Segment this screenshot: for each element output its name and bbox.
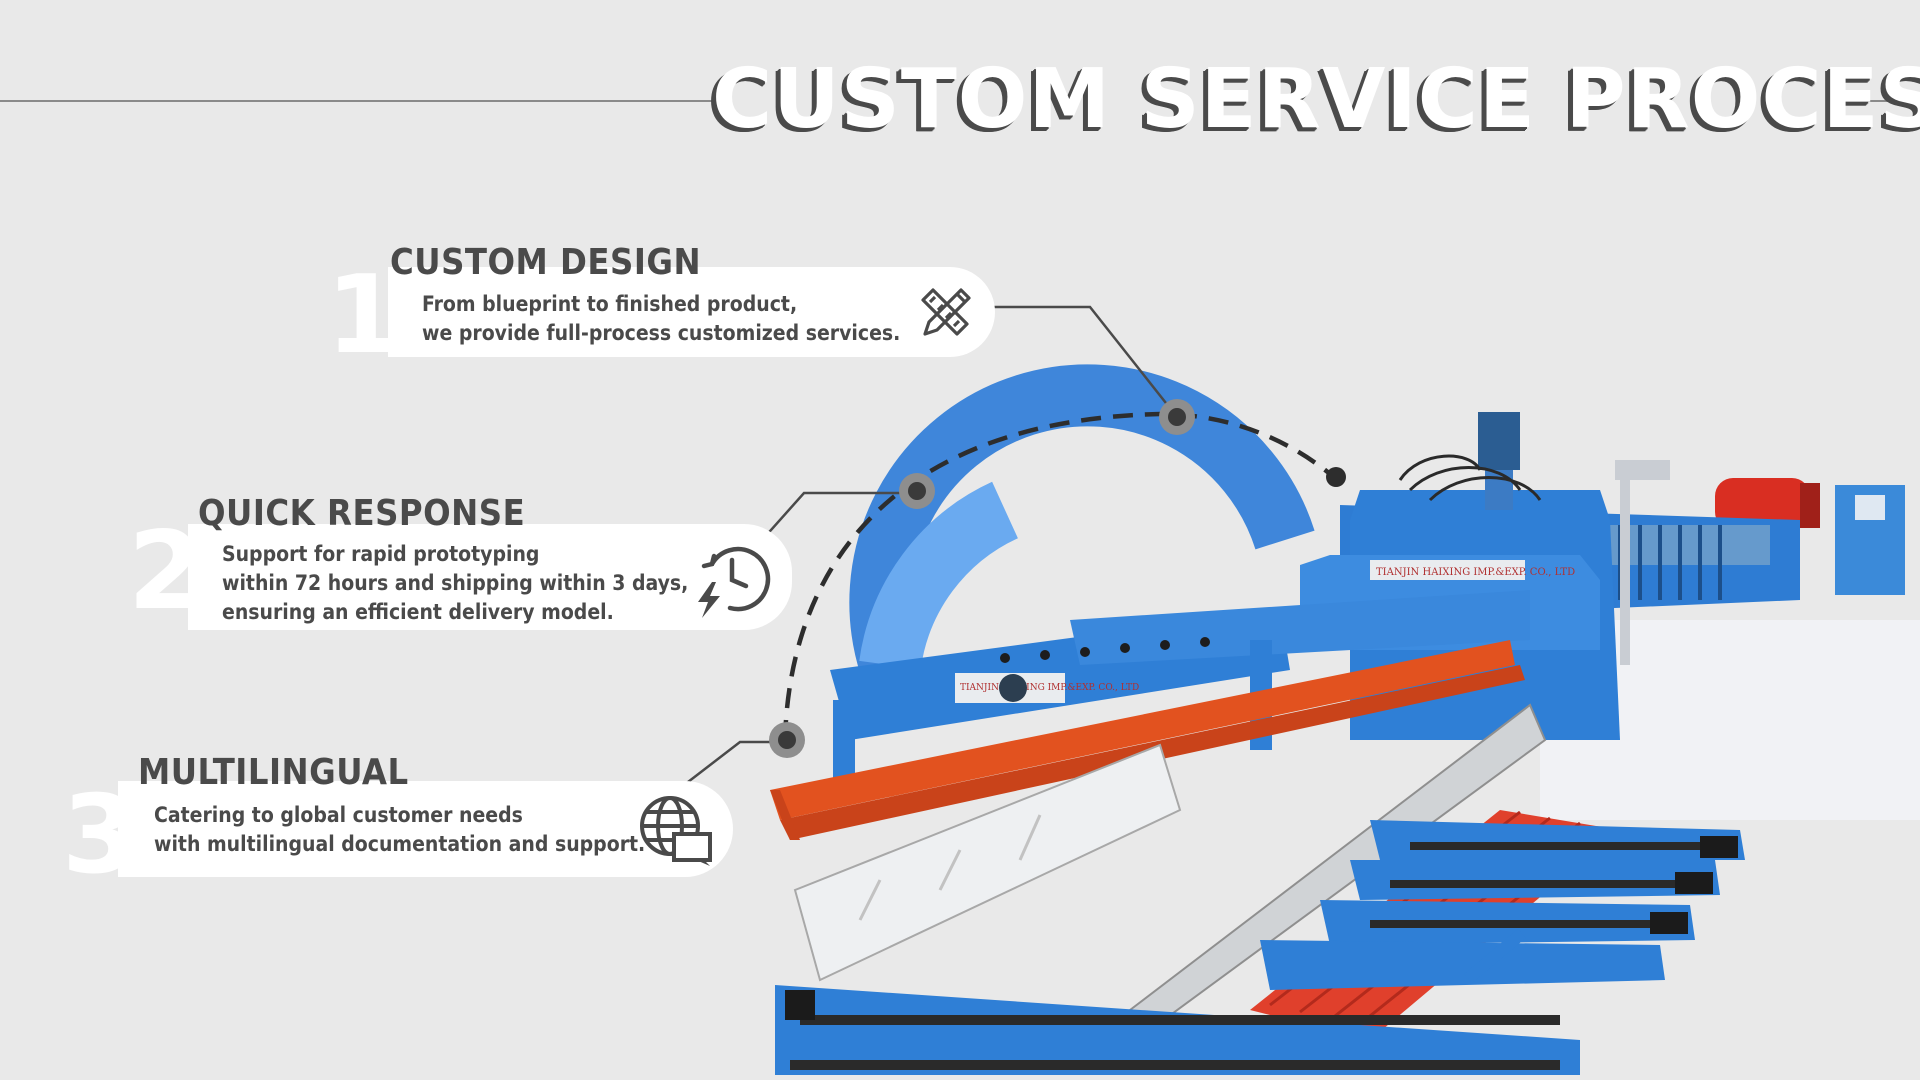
step-desc-2-line-2: within 72 hours and shipping within 3 da…: [222, 571, 689, 595]
connector-1: [955, 305, 1178, 418]
node-3: [769, 722, 805, 758]
step-desc-2-line-3: ensuring an efficient delivery model.: [222, 600, 614, 624]
machine-label-top: TIANJIN HAIXING IMP.&EXP. CO., LTD: [1376, 567, 1575, 578]
step-desc-3-line-1: Catering to global customer needs: [154, 803, 523, 827]
node-1: [1159, 399, 1195, 435]
globe-chat-icon: [640, 796, 712, 866]
dashed-path: [782, 411, 1337, 741]
step-desc-3: Catering to global customer needs with m…: [154, 801, 645, 859]
clock-lightning-icon: [698, 546, 771, 618]
step-desc-1-line-2: we provide full-process customized servi…: [422, 321, 901, 345]
blue-arc: [849, 364, 1315, 675]
dash-end-dot: [1326, 467, 1346, 487]
step-desc-1: From blueprint to finished product, we p…: [422, 290, 900, 348]
step-card-2-bg: [188, 524, 792, 630]
step-desc-2: Support for rapid prototyping within 72 …: [222, 540, 688, 627]
step-heading-3: MULTILINGUAL: [138, 752, 409, 793]
step-desc-3-line-2: with multilingual documentation and supp…: [154, 832, 646, 856]
step-card-3-bg: [118, 781, 733, 877]
step-card-1-bg: [388, 267, 995, 357]
title-rule-right: [1840, 100, 1920, 102]
connector-2: [754, 491, 917, 549]
machine-label-front: TIANJIN HAIXING IMP.&EXP. CO., LTD: [960, 683, 1139, 693]
step-desc-1-line-1: From blueprint to finished product,: [422, 292, 798, 316]
step-heading-2: QUICK RESPONSE: [198, 493, 526, 534]
step-heading-1: CUSTOM DESIGN: [390, 242, 702, 283]
step-desc-2-line-1: Support for rapid prototyping: [222, 542, 540, 566]
page-title: CUSTOM SERVICE PROCESS: [712, 52, 1920, 147]
title-rule-left: [0, 100, 720, 102]
node-2: [899, 473, 935, 509]
roll-forming-machine: TIANJIN HAIXING IMP.&EXP. CO., LTD TIANJ…: [770, 412, 1920, 1075]
pencil-ruler-icon: [921, 288, 971, 336]
